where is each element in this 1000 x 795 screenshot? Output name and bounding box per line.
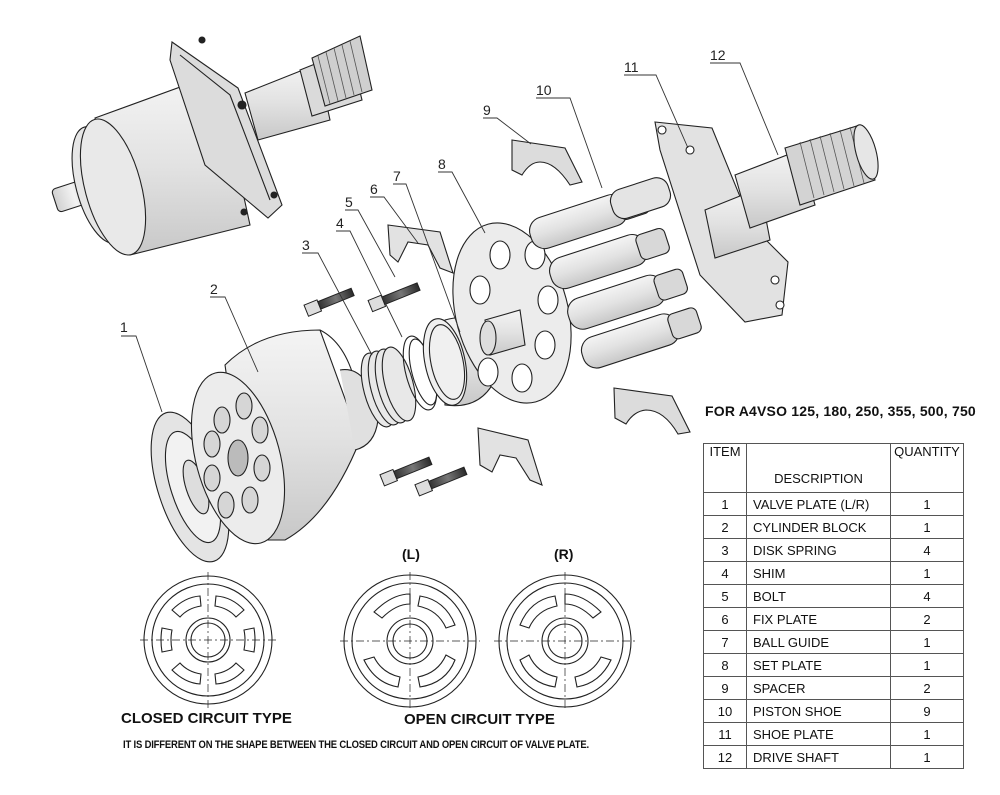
cell-description: DRIVE SHAFT — [746, 745, 891, 769]
cell-description: SPACER — [746, 676, 891, 700]
cell-item: 6 — [703, 607, 747, 631]
cell-quantity: 9 — [890, 699, 964, 723]
cell-quantity: 1 — [890, 745, 964, 769]
table-title: FOR A4VSO 125, 180, 250, 355, 500, 750 — [705, 403, 976, 419]
callout-numbers: 1 2 3 4 5 6 7 8 9 10 11 12 — [120, 47, 726, 335]
callout-8: 8 — [438, 156, 446, 172]
cell-item: 7 — [703, 630, 747, 654]
cell-description: SHIM — [746, 561, 891, 585]
cell-description: PISTON SHOE — [746, 699, 891, 723]
callout-2: 2 — [210, 281, 218, 297]
cell-quantity: 4 — [890, 538, 964, 562]
cell-item: 11 — [703, 722, 747, 746]
cell-item: 1 — [703, 492, 747, 516]
cell-quantity: 1 — [890, 653, 964, 677]
cell-quantity: 1 — [890, 722, 964, 746]
cell-description: BALL GUIDE — [746, 630, 891, 654]
table-header-row: ITEM DESCRIPTION QUANTITY — [703, 443, 964, 493]
part-fix-plate — [387, 224, 543, 486]
left-view-marker: (L) — [402, 546, 420, 562]
cell-item: 10 — [703, 699, 747, 723]
closed-circuit-label: CLOSED CIRCUIT TYPE — [121, 710, 292, 727]
cell-item: 3 — [703, 538, 747, 562]
header-quantity: QUANTITY — [890, 443, 964, 493]
header-item: ITEM — [703, 443, 747, 493]
callout-1: 1 — [120, 319, 128, 335]
callout-3: 3 — [302, 237, 310, 253]
callout-10: 10 — [536, 82, 552, 98]
cell-quantity: 1 — [890, 515, 964, 539]
part-piston-shoes — [529, 177, 702, 369]
part-bolts — [303, 282, 468, 497]
callout-5: 5 — [345, 194, 353, 210]
callout-9: 9 — [483, 102, 491, 118]
callout-6: 6 — [370, 181, 378, 197]
cell-description: FIX PLATE — [746, 607, 891, 631]
cell-item: 5 — [703, 584, 747, 608]
cell-description: BOLT — [746, 584, 891, 608]
cell-quantity: 2 — [890, 676, 964, 700]
callout-12: 12 — [710, 47, 726, 63]
cell-description: DISK SPRING — [746, 538, 891, 562]
cell-item: 2 — [703, 515, 747, 539]
part-disk-spring — [360, 346, 417, 428]
open-circuit-valve-plate-left — [340, 572, 480, 710]
callout-11: 11 — [624, 59, 639, 75]
cell-description: VALVE PLATE (L/R) — [746, 492, 891, 516]
part-spacer — [511, 139, 691, 435]
part-drive-shaft — [704, 124, 879, 259]
cell-quantity: 2 — [890, 607, 964, 631]
open-circuit-valve-plate-right — [494, 572, 636, 710]
cell-item: 9 — [703, 676, 747, 700]
cell-quantity: 1 — [890, 630, 964, 654]
cell-item: 8 — [703, 653, 747, 677]
callout-7: 7 — [393, 168, 401, 184]
cell-quantity: 4 — [890, 584, 964, 608]
closed-circuit-valve-plate — [140, 572, 276, 708]
cell-description: SET PLATE — [746, 653, 891, 677]
cell-item: 12 — [703, 745, 747, 769]
callout-4: 4 — [336, 215, 344, 231]
leader-lines — [121, 62, 779, 413]
cell-item: 4 — [703, 561, 747, 585]
cell-quantity: 1 — [890, 492, 964, 516]
cell-description: CYLINDER BLOCK — [746, 515, 891, 539]
cell-description: SHOE PLATE — [746, 722, 891, 746]
assembled-pump — [51, 35, 373, 256]
valve-plate-note: IT IS DIFFERENT ON THE SHAPE BETWEEN THE… — [123, 739, 589, 751]
header-description: DESCRIPTION — [746, 443, 891, 493]
part-valve-plate — [150, 411, 230, 563]
open-circuit-label: OPEN CIRCUIT TYPE — [404, 711, 555, 728]
right-view-marker: (R) — [554, 546, 574, 562]
cell-quantity: 1 — [890, 561, 964, 585]
